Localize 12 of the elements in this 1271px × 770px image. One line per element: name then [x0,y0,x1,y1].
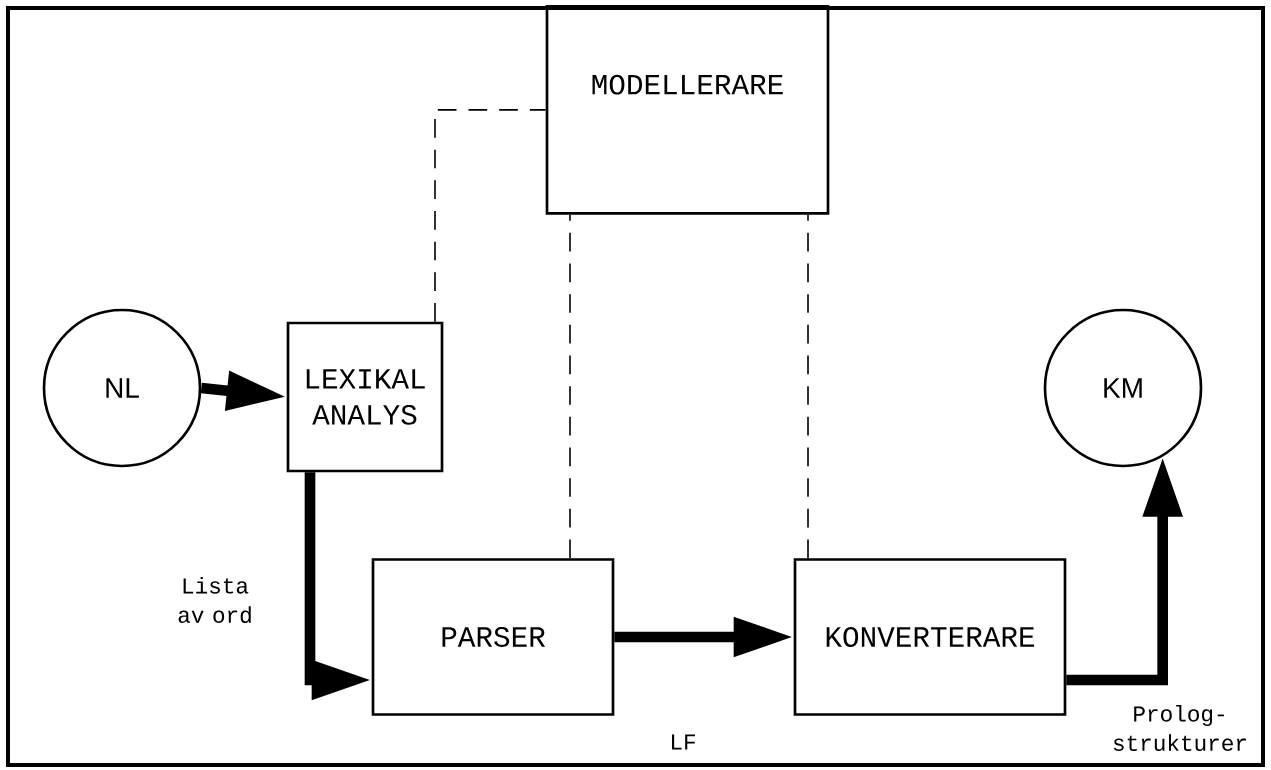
dashed-line [569,213,571,559]
edge-label: LF [672,734,695,750]
circle-node: NL [42,308,202,468]
process-box: MODELLERARE [545,5,830,215]
process-box: PARSER [371,558,615,716]
edge-label: Lista av ord [178,577,251,623]
dashed-line [807,213,809,559]
circle-node: KM [1043,308,1203,468]
edge-label: Prolog- strukturer [1113,705,1246,751]
dashed-line [434,109,547,323]
process-box: LEXIKAL ANALYS [286,321,444,473]
process-box: KONVERTERARE [793,558,1067,716]
